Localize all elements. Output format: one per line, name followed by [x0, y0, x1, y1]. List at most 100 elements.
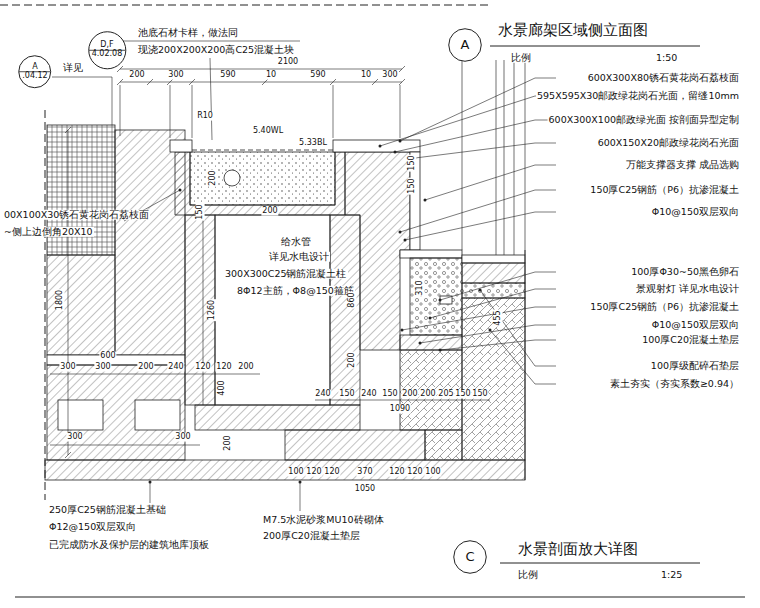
callout-text: D,F	[100, 41, 113, 50]
dimension-line	[120, 82, 402, 83]
dimension-text: 370	[356, 468, 373, 477]
dimension-text: 300	[174, 433, 191, 442]
leader-dot	[399, 231, 402, 234]
dimension-line	[65, 127, 71, 458]
leader-line	[440, 340, 556, 350]
basin-section	[330, 215, 360, 405]
dimension-text: 150	[454, 390, 471, 399]
frame-line	[500, 563, 700, 564]
dimension-text: 400	[218, 379, 227, 396]
leader-dot	[379, 145, 382, 148]
callout-text: .04.12	[22, 72, 47, 81]
dimension-text: 200	[137, 363, 154, 372]
dimension-text: 205	[437, 390, 454, 399]
lower-pool	[410, 258, 462, 335]
leader-line	[210, 58, 212, 140]
dimension-text: 300	[381, 71, 398, 80]
note-text: 1:25	[660, 570, 683, 580]
dimension-text: 600	[99, 352, 116, 361]
note-text: 100厚C20混凝土垫层	[641, 335, 740, 345]
note-text: 比例	[517, 570, 539, 580]
frame-line	[490, 46, 700, 47]
note-text: 已完成防水及保护层的建筑地库顶板	[48, 540, 210, 550]
dimension-text: 240	[360, 390, 377, 399]
dimension-line	[50, 66, 490, 458]
planter-wall	[47, 125, 185, 460]
planter-wall	[115, 130, 185, 355]
dimension-text: 240	[167, 363, 184, 372]
note-text: 600X150X20邮政绿花岗石光面	[597, 138, 740, 148]
dimension-text: 150	[408, 177, 417, 194]
leader-dot	[149, 481, 152, 484]
dimension-text: 200	[237, 363, 254, 372]
note-text: 详见	[62, 63, 84, 73]
dimension-text: 1260	[208, 299, 217, 321]
pergola-facade	[462, 60, 463, 250]
basin-section	[333, 140, 420, 152]
dimension-text: 2100	[277, 58, 299, 67]
note-text: 详见水电设计	[268, 252, 330, 262]
ground-layers	[525, 250, 526, 480]
callout-circle: D,F4.02.08	[88, 31, 127, 70]
leader-line	[440, 272, 556, 300]
note-text: 200厚C20混凝土垫层	[262, 531, 361, 541]
leader-line	[425, 165, 556, 200]
ground-layers	[45, 250, 525, 480]
leader-line	[415, 143, 556, 158]
leader-dot	[424, 199, 427, 202]
dimension-text: 150	[471, 390, 488, 399]
dimension-text: 120	[215, 363, 232, 372]
leader-line	[480, 290, 556, 366]
note-text: Φ10@150双层双向	[651, 320, 740, 330]
leader-dot	[439, 299, 442, 302]
dimension-text: 150	[381, 390, 398, 399]
dimension-text: 100	[424, 468, 441, 477]
ground-layers	[462, 255, 525, 263]
dimension-text: 200	[419, 390, 436, 399]
leader-dot	[489, 329, 492, 332]
dimension-text: 120	[388, 468, 405, 477]
pergola-facade	[496, 60, 497, 255]
leader-dot	[419, 342, 422, 345]
note-text: 景观射灯 详见水电设计	[635, 284, 740, 294]
dimension-text: 5.33BL	[298, 139, 328, 148]
dimension-text: 200	[224, 434, 233, 451]
note-text: 600X300X100邮政绿光面 按剖面异型定制	[548, 115, 740, 125]
leader-line	[402, 307, 556, 330]
basin-section	[170, 140, 192, 152]
note-text: 池底石材卡样，做法同	[137, 28, 239, 38]
dimension-text: 1090	[389, 405, 411, 414]
note-text: 100厚Φ30~50黑色卵石	[630, 267, 740, 277]
note-text: 300X300C25钢筋混凝土柱	[224, 269, 348, 279]
lower-pool	[400, 335, 462, 350]
callout-text: A	[32, 63, 37, 72]
leader-line	[490, 330, 556, 384]
callout-text: 4.02.08	[92, 50, 123, 59]
note-text: 150厚C25钢筋（P6）抗渗混凝土	[589, 185, 740, 195]
dimension-text: 200	[401, 390, 418, 399]
note-text: 600X300X80锈石黄花岗石荔枝面	[587, 73, 740, 83]
note-text: 现浇200X200X200高C25混凝土块	[137, 45, 295, 55]
callout-circle: A.04.12	[18, 55, 51, 88]
note-text: Φ10@150双层双向	[651, 207, 740, 217]
leader-line	[400, 190, 556, 232]
note-text: 给水管	[280, 237, 312, 247]
dimension-text: 310	[416, 279, 425, 296]
callout-circle: C	[453, 540, 487, 574]
lower-pool	[400, 350, 462, 430]
leader-dot	[179, 189, 182, 192]
dimension-line	[50, 374, 260, 375]
note-text: 比例	[510, 53, 532, 63]
dimension-text: 300	[66, 433, 83, 442]
circle-outline	[449, 29, 482, 62]
dimension-text: 150	[196, 203, 205, 220]
leader-dot	[399, 140, 402, 143]
note-text: 素土夯实（夯实系数≥0.94）	[609, 379, 740, 389]
note-text: 595X595X30邮政绿花岗石光面，留缝10mm	[536, 91, 740, 101]
leader-dot	[479, 289, 482, 292]
leader-line	[405, 212, 556, 240]
dimension-text: 300	[167, 71, 184, 80]
note-text: M7.5水泥砂浆MU10砖砌体	[262, 515, 385, 525]
pergola-facade	[514, 60, 515, 255]
dimension-text: 10	[360, 71, 372, 80]
